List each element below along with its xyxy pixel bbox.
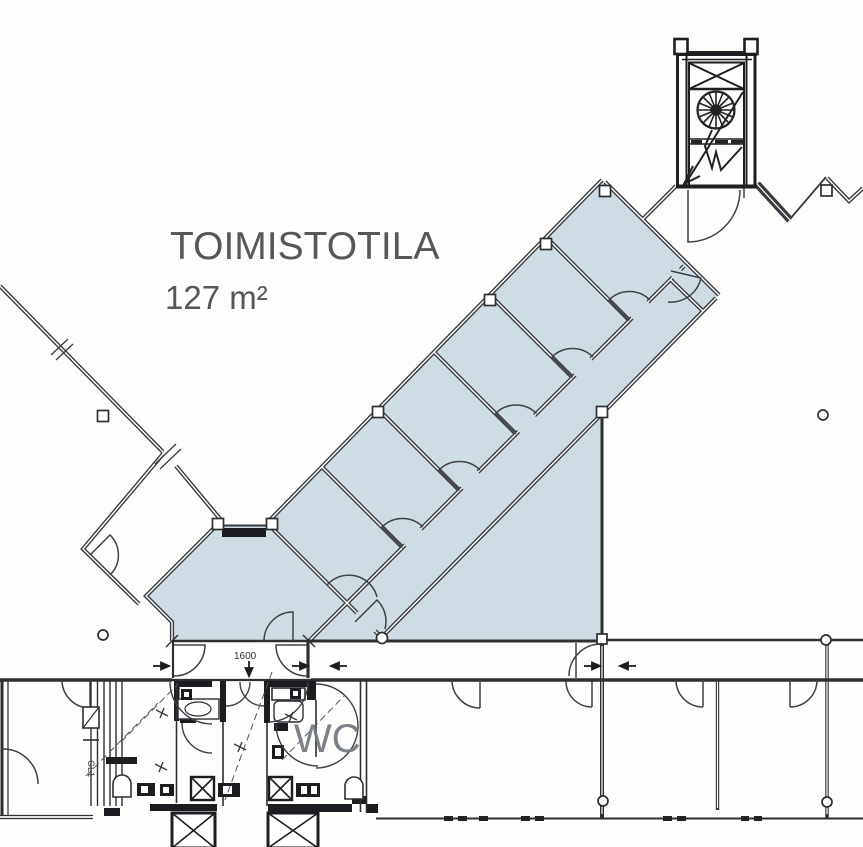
svg-text:127 m²: 127 m²	[165, 279, 268, 316]
svg-text:GL1: GL1	[86, 760, 96, 777]
svg-text:TOIMISTOTILA: TOIMISTOTILA	[170, 225, 439, 268]
svg-text:WC: WC	[294, 717, 361, 761]
svg-text:1600: 1600	[234, 651, 257, 662]
